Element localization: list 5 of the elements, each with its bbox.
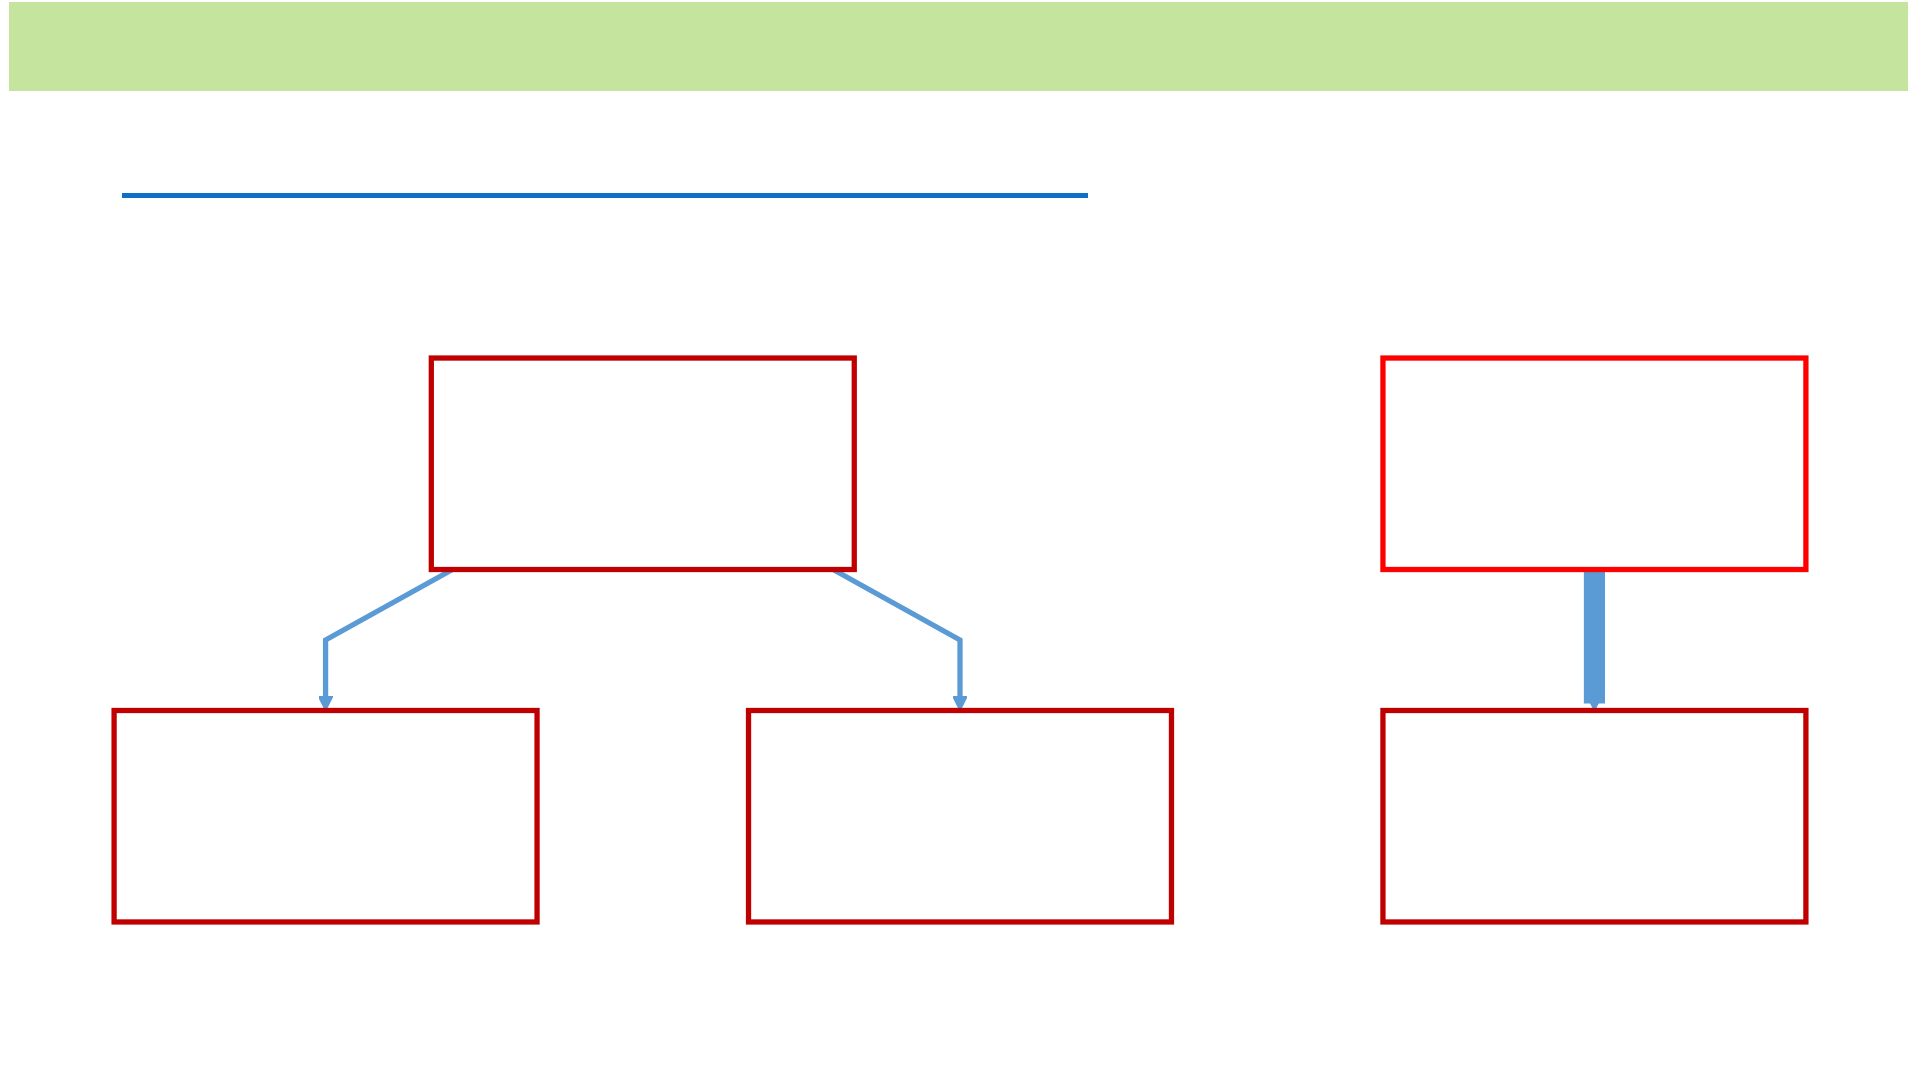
node-box: [111, 707, 540, 925]
node-box: [745, 707, 1175, 925]
node-box: [1380, 707, 1809, 925]
node-box: [428, 355, 857, 573]
node-box: [1380, 355, 1809, 573]
